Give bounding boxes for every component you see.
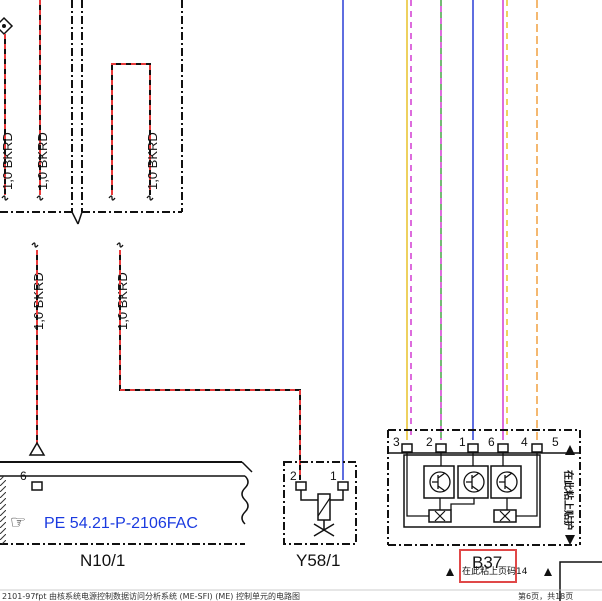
component-label-y58: Y58/1 [296,551,340,570]
wire-top-loop [111,63,151,195]
pin-label: 4 [521,435,528,449]
arrow-up-icon [446,568,454,576]
pin-socket [31,481,43,491]
wire-label: 1,0 BKRD [0,132,15,190]
module-n10 [0,461,253,545]
side-note: 在此粘上贴护 [562,470,575,530]
reference-link[interactable]: PE 54.21-P-2106FAC [44,515,198,532]
arrow-up-icon [565,445,575,455]
wire-label: 1,0 BKRD [35,132,50,190]
wire-label: 1,0 BKRD [115,272,130,330]
wire-yellow [406,0,412,440]
wire-label: 1,0 BKRD [145,132,160,190]
module-y58 [283,461,357,545]
pointing-hand-icon[interactable]: ☞ [10,512,26,532]
pin-label: 5 [552,435,559,449]
pin-label: 1 [459,435,466,449]
arrow-up-icon [28,441,46,456]
pin-label: 3 [393,435,400,449]
pin-label: 1 [330,469,337,483]
arrow-up-icon [544,568,552,576]
wire-break-symbols [1,195,154,248]
pin-label: 6 [20,469,27,483]
module-b37 [387,429,581,546]
box-join-line [77,211,83,225]
arrow-down-icon [565,535,575,545]
pin-label: 6 [488,435,495,449]
splice-diamond-icon [0,16,14,36]
footer-left: 2101-97fpt 由核系统电源控制数据访问分析系统 (ME-SFI) (ME… [2,591,300,601]
wire-yellow-magenta [502,0,508,440]
component-label-n10: N10/1 [80,551,125,570]
highlight-box [459,549,517,583]
wire-label: 1,0 BKRD [31,272,46,330]
wire-to-y58 [119,250,301,480]
bottom-note: 在此粘上页码14 [462,565,528,577]
pin-label: 2 [426,435,433,449]
corner-frame [559,561,602,601]
pin-label: 2 [290,469,297,483]
top-connector-box-left [0,0,73,213]
top-connector-box-right [81,0,183,213]
footer-right: 第6页，共18页 [518,591,573,601]
box-join-line [71,211,79,225]
component-label-b37: B37 [472,553,502,572]
